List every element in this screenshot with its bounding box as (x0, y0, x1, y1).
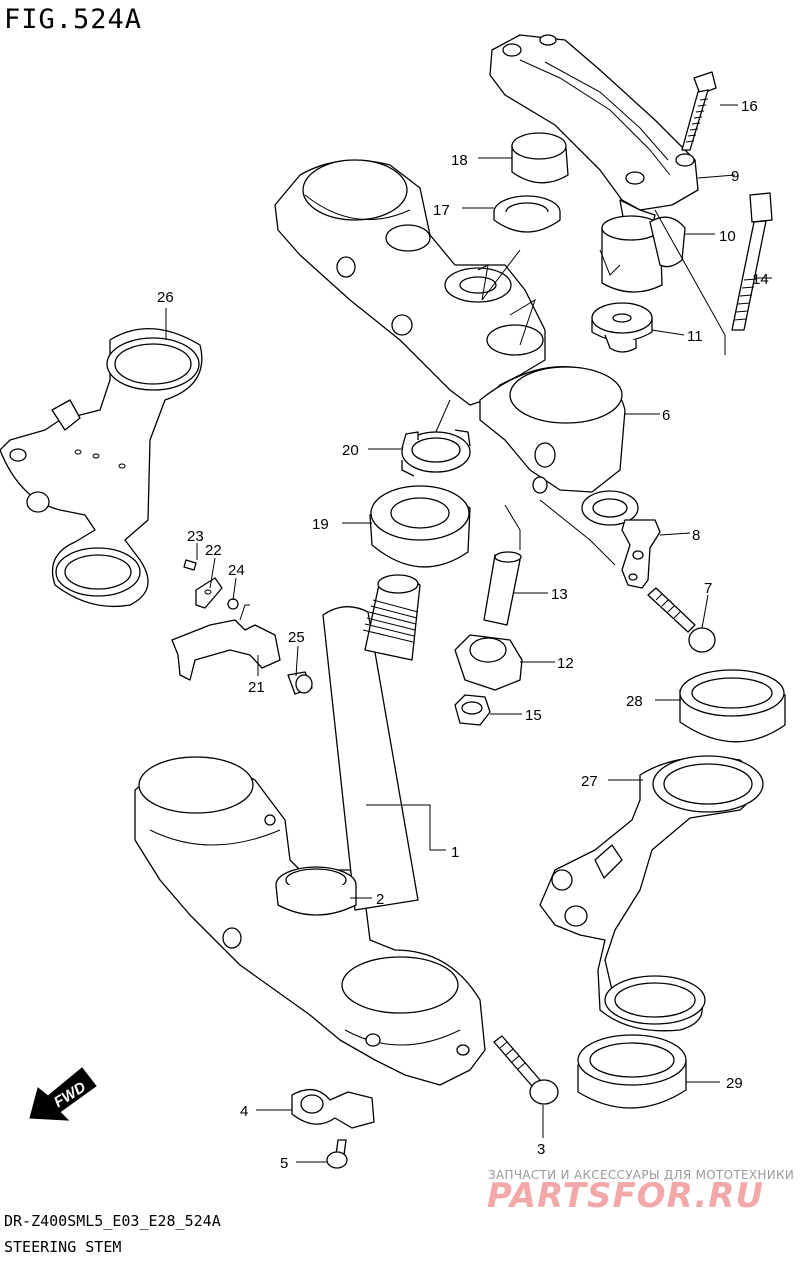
part-20-ring-nut (401, 429, 471, 477)
part-22-plate (195, 577, 223, 609)
callout-2: 2 (376, 891, 384, 908)
part-27-bracket (539, 755, 764, 1032)
callout-21: 21 (248, 679, 265, 696)
callout-18: 18 (451, 152, 468, 169)
callout-7: 7 (704, 580, 712, 597)
part-2-seal (275, 866, 357, 916)
callout-20: 20 (342, 442, 359, 459)
part-4-clamp (291, 1088, 375, 1129)
callout-8: 8 (692, 527, 700, 544)
part-16-bolt (681, 71, 717, 151)
callout-24: 24 (228, 562, 245, 579)
part-7-bolt (647, 587, 716, 653)
callout-27: 27 (581, 773, 598, 790)
part-28-seal (679, 669, 786, 743)
callout-9: 9 (731, 168, 739, 185)
part-8-bracket (581, 490, 661, 589)
part-12-holder (454, 634, 523, 691)
fwd-direction-arrow: FWD (29, 1067, 97, 1121)
part-29-seal (577, 1034, 687, 1109)
watermark-tagline: ЗАПЧАСТИ И АКСЕССУАРЫ ДЛЯ МОТОТЕХНИКИ (488, 1168, 795, 1182)
part-11-cushion (591, 302, 653, 353)
part-21-switch (171, 604, 281, 681)
callout-10: 10 (719, 228, 736, 245)
part-25-cap (287, 671, 313, 695)
part-14-bolt (731, 192, 773, 331)
callout-13: 13 (551, 586, 568, 603)
callout-29: 29 (726, 1075, 743, 1092)
part-15-nut (454, 694, 491, 726)
part-26-bracket (0, 327, 203, 608)
callout-1: 1 (451, 844, 459, 861)
callout-17: 17 (433, 202, 450, 219)
part-18-cap (511, 132, 569, 184)
part-6-upper-bracket (274, 159, 626, 494)
part-23-screw (183, 559, 197, 571)
part-3-bolt (493, 1035, 559, 1105)
part-10-cushion (601, 215, 686, 293)
callout-19: 19 (312, 516, 329, 533)
callout-3: 3 (537, 1141, 545, 1158)
callout-25: 25 (288, 629, 305, 646)
figure-code: DR-Z400SML5_E03_E28_524A (4, 1212, 221, 1230)
callout-11: 11 (687, 328, 703, 345)
callout-28: 28 (626, 693, 643, 710)
part-1-steering-stem (134, 574, 486, 1086)
callout-26: 26 (157, 289, 174, 306)
callout-12: 12 (557, 655, 574, 672)
callout-23: 23 (187, 528, 204, 545)
callout-14: 14 (752, 271, 769, 288)
part-13-spacer (483, 551, 522, 626)
part-19-bearing (369, 485, 471, 568)
part-5-screw (326, 1139, 348, 1169)
figure-title: FIG.524A (4, 4, 143, 35)
callout-16: 16 (741, 98, 758, 115)
callout-4: 4 (240, 1103, 248, 1120)
figure-name: STEERING STEM (4, 1238, 122, 1256)
callout-5: 5 (280, 1155, 288, 1172)
watermark-logo: PARTSFOR.RU (487, 1176, 765, 1216)
part-17-washer (493, 195, 561, 233)
part-24-washer (227, 598, 239, 610)
callout-22: 22 (205, 542, 222, 559)
callout-6: 6 (662, 407, 670, 424)
callout-15: 15 (525, 707, 542, 724)
